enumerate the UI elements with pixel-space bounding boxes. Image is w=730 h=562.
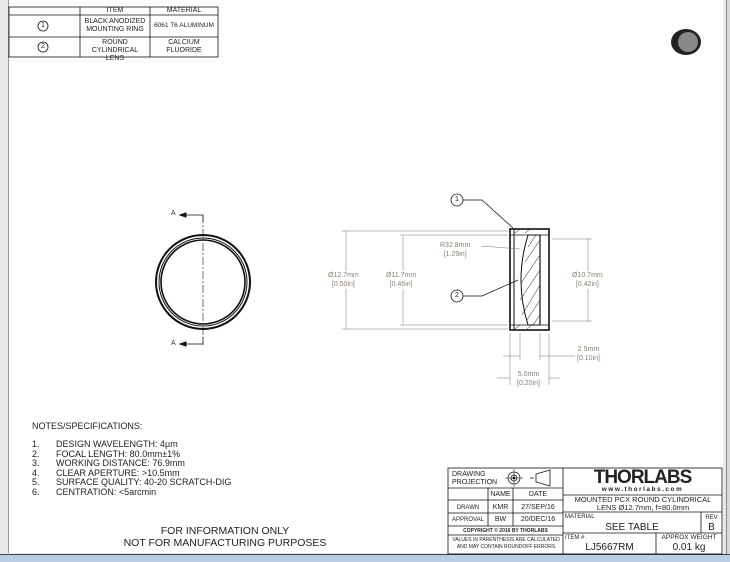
drawn-label: DRAWN [456,505,480,511]
scrollbar[interactable] [726,0,730,554]
material-label: MATERIAL [565,514,595,520]
bom-row-1-item: BLACK ANODIZED MOUNTING RING [84,18,146,33]
title-block-lines [447,467,723,555]
thorlabs-url: www.thorlabs.com [601,486,684,493]
drawn-name: KMR [492,504,509,511]
note-item: 6.CENTRATION: <5arcmin [32,486,157,497]
front-view [155,212,251,347]
approval-label: APPROVAL [452,517,484,523]
bom-header-item: ITEM [106,7,124,14]
notes-list: 1.DESIGN WAVELENGTH: 4µm 2.FOCAL LENGTH:… [32,439,232,497]
product-thumbnail [671,29,701,55]
callout-1: 1 [455,196,459,203]
bom-row-1-number: 1 [41,22,45,29]
note-item: 2.FOCAL LENGTH: 80.0mm±1% [32,448,181,459]
notes-title: NOTES/SPECIFICATIONS: [32,421,143,431]
note-item: 1.DESIGN WAVELENGTH: 4µm [32,439,178,449]
approval-date: 20/DEC/16 [520,516,556,523]
drawn-date: 27/SEP/16 [521,504,555,511]
bom-table-lines [8,6,219,58]
note-item: 5.SURFACE QUALITY: 40-20 SCRATCH-DIG [32,477,232,487]
dim-radius: R32.8mm[1.29in] [440,242,471,258]
name-header: NAME [490,491,511,498]
date-header: DATE [528,491,548,498]
note-item: 4.CLEAR APERTURE: >10.5mm [32,467,180,478]
rev-value: B [708,522,715,533]
bom-row-2-material: CALCIUM FLUORIDE [166,39,202,54]
section-label-bottom: A [171,340,176,347]
section-label-top: A [171,210,176,217]
section-view [342,193,592,385]
drawing-sheet [8,0,723,553]
bom-row-2-item: ROUND CYLINDRICAL LENS [91,39,139,62]
drawing-projection-label: DRAWING PROJECTION [452,471,498,486]
bom-row-2-number: 2 [41,43,45,50]
bom-header-material: MATERIAL [166,7,202,14]
dim-thickness-2-5: 2.5mm[0.10in] [577,346,600,362]
note-item: 3.WORKING DISTANCE: 76.9mm [32,458,185,468]
approval-name: BW [494,516,507,523]
copyright: COPYRIGHT © 2016 BY THORLABS [463,528,548,534]
dim-clear-aperture: Ø10.7mm[0.42in] [572,271,603,289]
material-value: SEE TABLE [605,522,659,533]
weight-value: 0.01 kg [672,542,706,553]
dim-lens-diameter: Ø11.7mm[0.46in] [386,271,417,289]
rev-label: REV [705,515,718,521]
bom-row-1-material: 6061 T6 ALUMINUM [154,22,214,29]
dim-thickness-5-0: 5.0mm[0.20in] [517,371,540,387]
item-label: ITEM # [565,535,585,541]
callout-2: 2 [455,292,459,299]
item-number: LJ5667RM [585,542,634,553]
thorlabs-logo: THORLABS [593,467,693,488]
status-bar [0,554,730,562]
weight-label: APPROX WEIGHT [661,534,717,541]
values-note: VALUES IN PARENTHESIS ARE CALCULATED AND… [452,537,560,550]
drawing-title: MOUNTED PCX ROUND CYLINDRICAL LENS Ø12.7… [574,495,712,512]
dim-outer-diameter: Ø12.7mm[0.50in] [328,271,359,289]
